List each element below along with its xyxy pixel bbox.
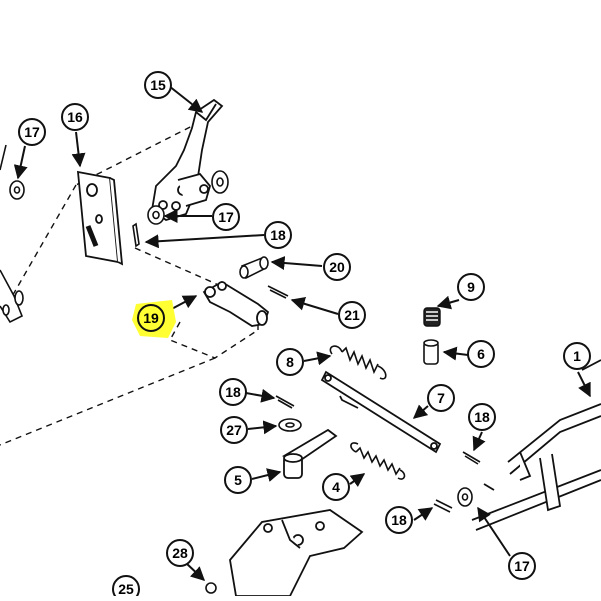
callout-19-highlighted: 19 — [132, 300, 176, 338]
part-1-frame — [471, 359, 601, 531]
part-17-washer-upper — [211, 170, 229, 194]
part-20-pin — [239, 256, 269, 280]
svg-text:28: 28 — [172, 545, 188, 561]
part-28-washer — [205, 582, 217, 594]
callout-1: 1 — [563, 342, 591, 370]
callout-8: 8 — [276, 348, 304, 376]
part-6-sleeve — [423, 339, 439, 365]
svg-text:15: 15 — [150, 77, 166, 93]
svg-text:7: 7 — [437, 390, 445, 406]
svg-text:19: 19 — [143, 310, 159, 326]
svg-text:17: 17 — [514, 558, 530, 574]
svg-text:18: 18 — [270, 227, 286, 243]
svg-text:27: 27 — [226, 422, 242, 438]
part-7-link-bar — [320, 370, 442, 454]
callout-25: 25 — [112, 575, 140, 601]
callout-28: 28 — [166, 539, 194, 567]
part-21-pin — [267, 285, 289, 299]
callout-17-lower: 17 — [508, 552, 536, 580]
dashed-assembly-lines — [0, 121, 259, 446]
callout-17-mid: 17 — [212, 203, 240, 231]
part-16-plate — [76, 170, 124, 266]
svg-text:25: 25 — [118, 581, 134, 596]
svg-text:21: 21 — [344, 307, 360, 323]
svg-text:6: 6 — [477, 346, 485, 362]
callout-17-left: 17 — [18, 118, 46, 146]
callout-5: 5 — [224, 466, 252, 494]
part-19-clevis — [202, 280, 270, 327]
callout-18-lower: 18 — [385, 506, 413, 534]
svg-text:18: 18 — [474, 409, 490, 425]
callout-18-left: 18 — [219, 378, 247, 406]
svg-text:5: 5 — [234, 472, 242, 488]
callout-9: 9 — [457, 273, 485, 301]
callout-6: 6 — [467, 340, 495, 368]
svg-text:18: 18 — [391, 512, 407, 528]
svg-text:8: 8 — [286, 354, 294, 370]
part-17-washer-lower — [457, 487, 473, 507]
svg-text:17: 17 — [24, 124, 40, 140]
part-5-arm — [282, 428, 338, 479]
callout-4: 4 — [322, 473, 350, 501]
svg-text:20: 20 — [329, 259, 345, 275]
svg-text:1: 1 — [573, 348, 581, 364]
callout-27: 27 — [220, 416, 248, 444]
part-27-washer — [278, 418, 302, 432]
svg-text:17: 17 — [218, 209, 234, 225]
callout-18-right: 18 — [468, 403, 496, 431]
callout-20: 20 — [323, 253, 351, 281]
bottom-bracket — [229, 509, 364, 597]
callout-18-upper: 18 — [264, 221, 292, 249]
svg-text:16: 16 — [67, 109, 83, 125]
part-15-lever — [151, 98, 224, 221]
part-17-washer-mid — [147, 205, 165, 225]
svg-text:18: 18 — [225, 384, 241, 400]
part-8-spring — [329, 345, 387, 380]
callout-21: 21 — [338, 301, 366, 329]
leader-arrows — [13, 85, 591, 581]
part-left-edge-fragments — [0, 144, 24, 324]
svg-text:9: 9 — [467, 279, 475, 295]
callout-15: 15 — [144, 71, 172, 99]
callout-7: 7 — [427, 384, 455, 412]
svg-text:4: 4 — [332, 479, 340, 495]
callout-16: 16 — [61, 103, 89, 131]
part-9-setscrew — [423, 307, 441, 327]
part-4-spring — [350, 442, 406, 480]
part-18-cotter-pins — [132, 222, 481, 513]
part-17-washer-left — [9, 180, 25, 200]
